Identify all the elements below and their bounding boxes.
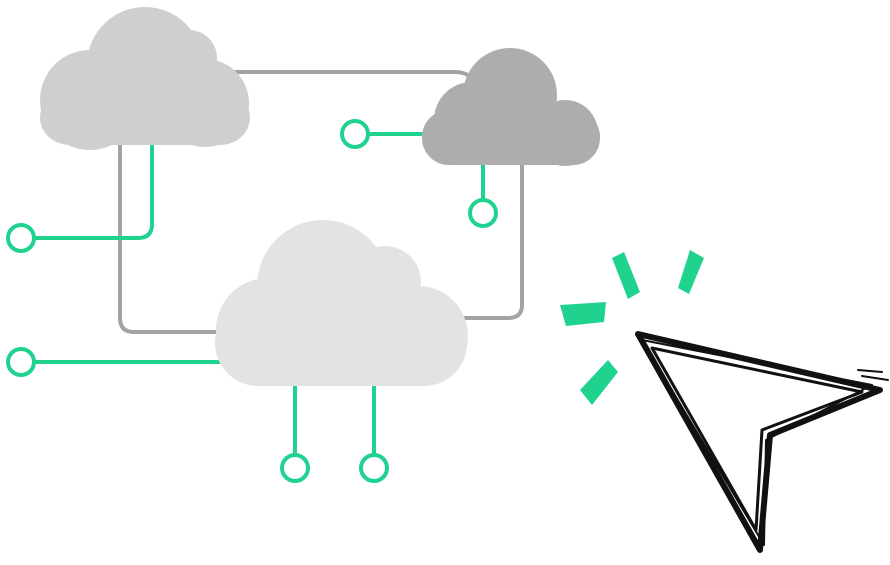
circuit-node-icon — [340, 119, 370, 149]
circuit-node-icon — [359, 453, 389, 483]
cloud-right — [422, 48, 600, 166]
cloud-icon — [422, 48, 600, 166]
cursor-outline-sketch — [641, 339, 873, 546]
gray-link-right — [460, 156, 524, 320]
circuit-node-icon — [6, 223, 36, 253]
gray-link-left — [118, 138, 222, 334]
cloud-left — [40, 7, 250, 150]
cloud-bottom — [215, 220, 468, 386]
click-mark-left — [560, 302, 606, 326]
click-mark-top-right — [678, 250, 704, 294]
gray-link-top — [213, 70, 480, 90]
circuit-node-icon — [468, 198, 498, 228]
circuit-node-icon — [280, 453, 310, 483]
cursor-outline-outer — [635, 331, 883, 553]
green-trace-left-cloud — [32, 138, 154, 240]
cursor-arrow-icon — [635, 331, 889, 553]
click-burst-icon — [560, 250, 704, 405]
cloud-icon — [215, 220, 468, 386]
cloud-icon — [40, 7, 250, 150]
click-mark-bottom-left — [580, 360, 618, 405]
cursor-outline-inner — [650, 346, 864, 532]
cursor-scratch — [857, 369, 889, 381]
click-mark-top-left — [612, 252, 640, 299]
circuit-node-icon — [6, 347, 36, 377]
